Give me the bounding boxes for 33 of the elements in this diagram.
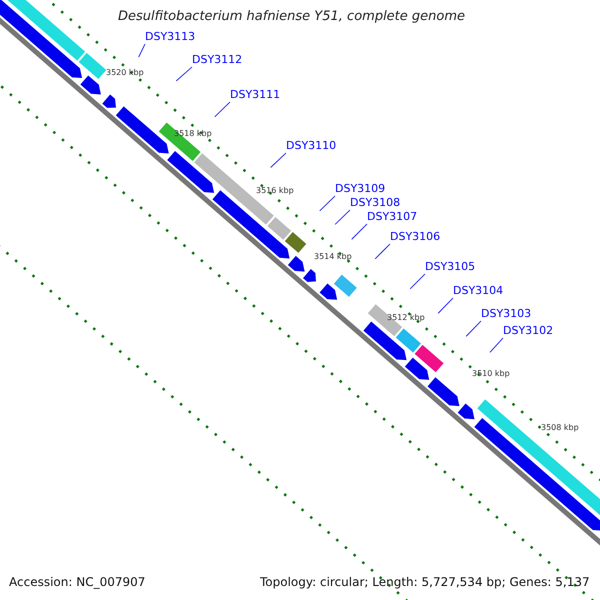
gene-label: DSY3112: [192, 53, 242, 66]
scale-label: 3520 kbp: [106, 68, 144, 77]
leader-line: [138, 44, 146, 58]
leader-line: [351, 224, 368, 240]
diagram-title: Desulfitobacterium hafniense Y51, complete genome: [118, 9, 466, 24]
leader-line: [438, 298, 454, 314]
scale-label: 3514 kbp: [314, 252, 352, 261]
leader-line: [214, 102, 230, 118]
leader-line: [374, 244, 390, 260]
gene-label: DSY3108: [350, 196, 400, 209]
gene-label: DSY3105: [425, 260, 476, 273]
scale-label: 3510 kbp: [472, 369, 510, 378]
leader-line: [410, 274, 426, 290]
leader-line: [319, 196, 336, 212]
scale-label: 3516 kbp: [256, 186, 294, 195]
leader-line: [466, 320, 482, 337]
scale-label: 3508 kbp: [541, 423, 579, 432]
accession-text: Accession: NC_007907: [9, 575, 146, 589]
gene-label: DSY3104: [453, 284, 504, 297]
leader-line: [490, 338, 504, 353]
leader-line: [270, 152, 286, 168]
gene-label: DSY3113: [145, 30, 196, 43]
gene-label: DSY3103: [481, 307, 532, 320]
leader-line: [176, 66, 192, 82]
scale-label: 3512 kbp: [387, 313, 425, 322]
gene-label: DSY3110: [286, 139, 336, 152]
gene-label: DSY3107: [367, 210, 418, 223]
leader-line: [334, 210, 350, 225]
gene-label: DSY3102: [503, 324, 554, 337]
gene-label: DSY3106: [390, 230, 440, 243]
gene-label: DSY3109: [335, 182, 386, 195]
genome-stats-text: Topology: circular; Length: 5,727,534 bp; Genes: 5,137: [260, 575, 590, 589]
gene-label: DSY3111: [230, 88, 280, 101]
